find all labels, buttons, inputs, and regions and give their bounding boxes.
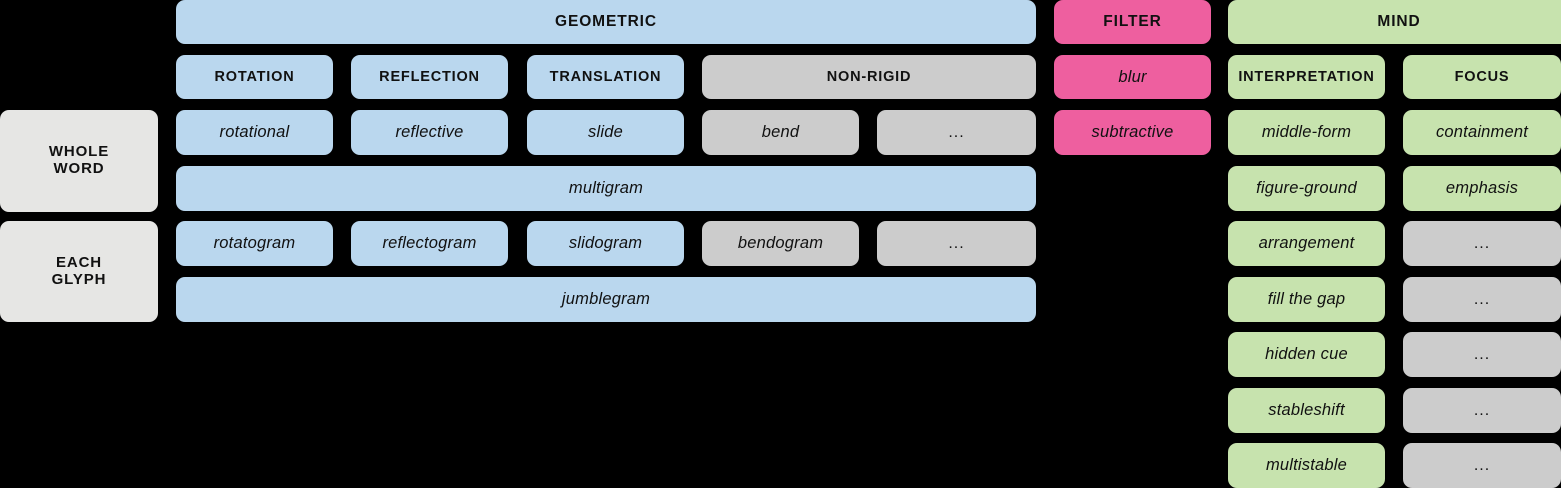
- cell-non-rigid-more-2[interactable]: ...: [877, 221, 1036, 266]
- row-label-each-glyph: EACH GLYPH: [0, 221, 158, 322]
- column-header-focus[interactable]: FOCUS: [1403, 55, 1561, 99]
- cell-stableshift[interactable]: stableshift: [1228, 388, 1385, 433]
- cell-bendogram[interactable]: bendogram: [702, 221, 859, 266]
- cell-reflective[interactable]: reflective: [351, 110, 508, 155]
- cell-emphasis[interactable]: emphasis: [1403, 166, 1561, 211]
- group-header-filter[interactable]: FILTER: [1054, 0, 1211, 44]
- cell-figure-ground[interactable]: figure-ground: [1228, 166, 1385, 211]
- column-header-reflection[interactable]: REFLECTION: [351, 55, 508, 99]
- cell-slide[interactable]: slide: [527, 110, 684, 155]
- cell-multigram[interactable]: multigram: [176, 166, 1036, 211]
- cell-jumblegram[interactable]: jumblegram: [176, 277, 1036, 322]
- cell-slidogram[interactable]: slidogram: [527, 221, 684, 266]
- cell-hidden-cue[interactable]: hidden cue: [1228, 332, 1385, 377]
- cell-bend[interactable]: bend: [702, 110, 859, 155]
- cell-middle-form[interactable]: middle-form: [1228, 110, 1385, 155]
- column-header-rotation[interactable]: ROTATION: [176, 55, 333, 99]
- cell-focus-more-1[interactable]: ...: [1403, 221, 1561, 266]
- cell-non-rigid-more[interactable]: ...: [877, 110, 1036, 155]
- cell-focus-more-2[interactable]: ...: [1403, 277, 1561, 322]
- cell-arrangement[interactable]: arrangement: [1228, 221, 1385, 266]
- cell-focus-more-3[interactable]: ...: [1403, 332, 1561, 377]
- column-header-translation[interactable]: TRANSLATION: [527, 55, 684, 99]
- column-header-interpretation[interactable]: INTERPRETATION: [1228, 55, 1385, 99]
- cell-rotational[interactable]: rotational: [176, 110, 333, 155]
- group-header-geometric[interactable]: GEOMETRIC: [176, 0, 1036, 44]
- cell-containment[interactable]: containment: [1403, 110, 1561, 155]
- cell-subtractive[interactable]: subtractive: [1054, 110, 1211, 155]
- cell-rotatogram[interactable]: rotatogram: [176, 221, 333, 266]
- column-header-blur[interactable]: blur: [1054, 55, 1211, 99]
- cell-focus-more-4[interactable]: ...: [1403, 388, 1561, 433]
- cell-multistable[interactable]: multistable: [1228, 443, 1385, 488]
- column-header-non-rigid[interactable]: NON-RIGID: [702, 55, 1036, 99]
- cell-reflectogram[interactable]: reflectogram: [351, 221, 508, 266]
- cell-focus-more-5[interactable]: ...: [1403, 443, 1561, 488]
- cell-fill-the-gap[interactable]: fill the gap: [1228, 277, 1385, 322]
- group-header-mind[interactable]: MIND: [1228, 0, 1561, 44]
- row-label-whole-word: WHOLE WORD: [0, 110, 158, 212]
